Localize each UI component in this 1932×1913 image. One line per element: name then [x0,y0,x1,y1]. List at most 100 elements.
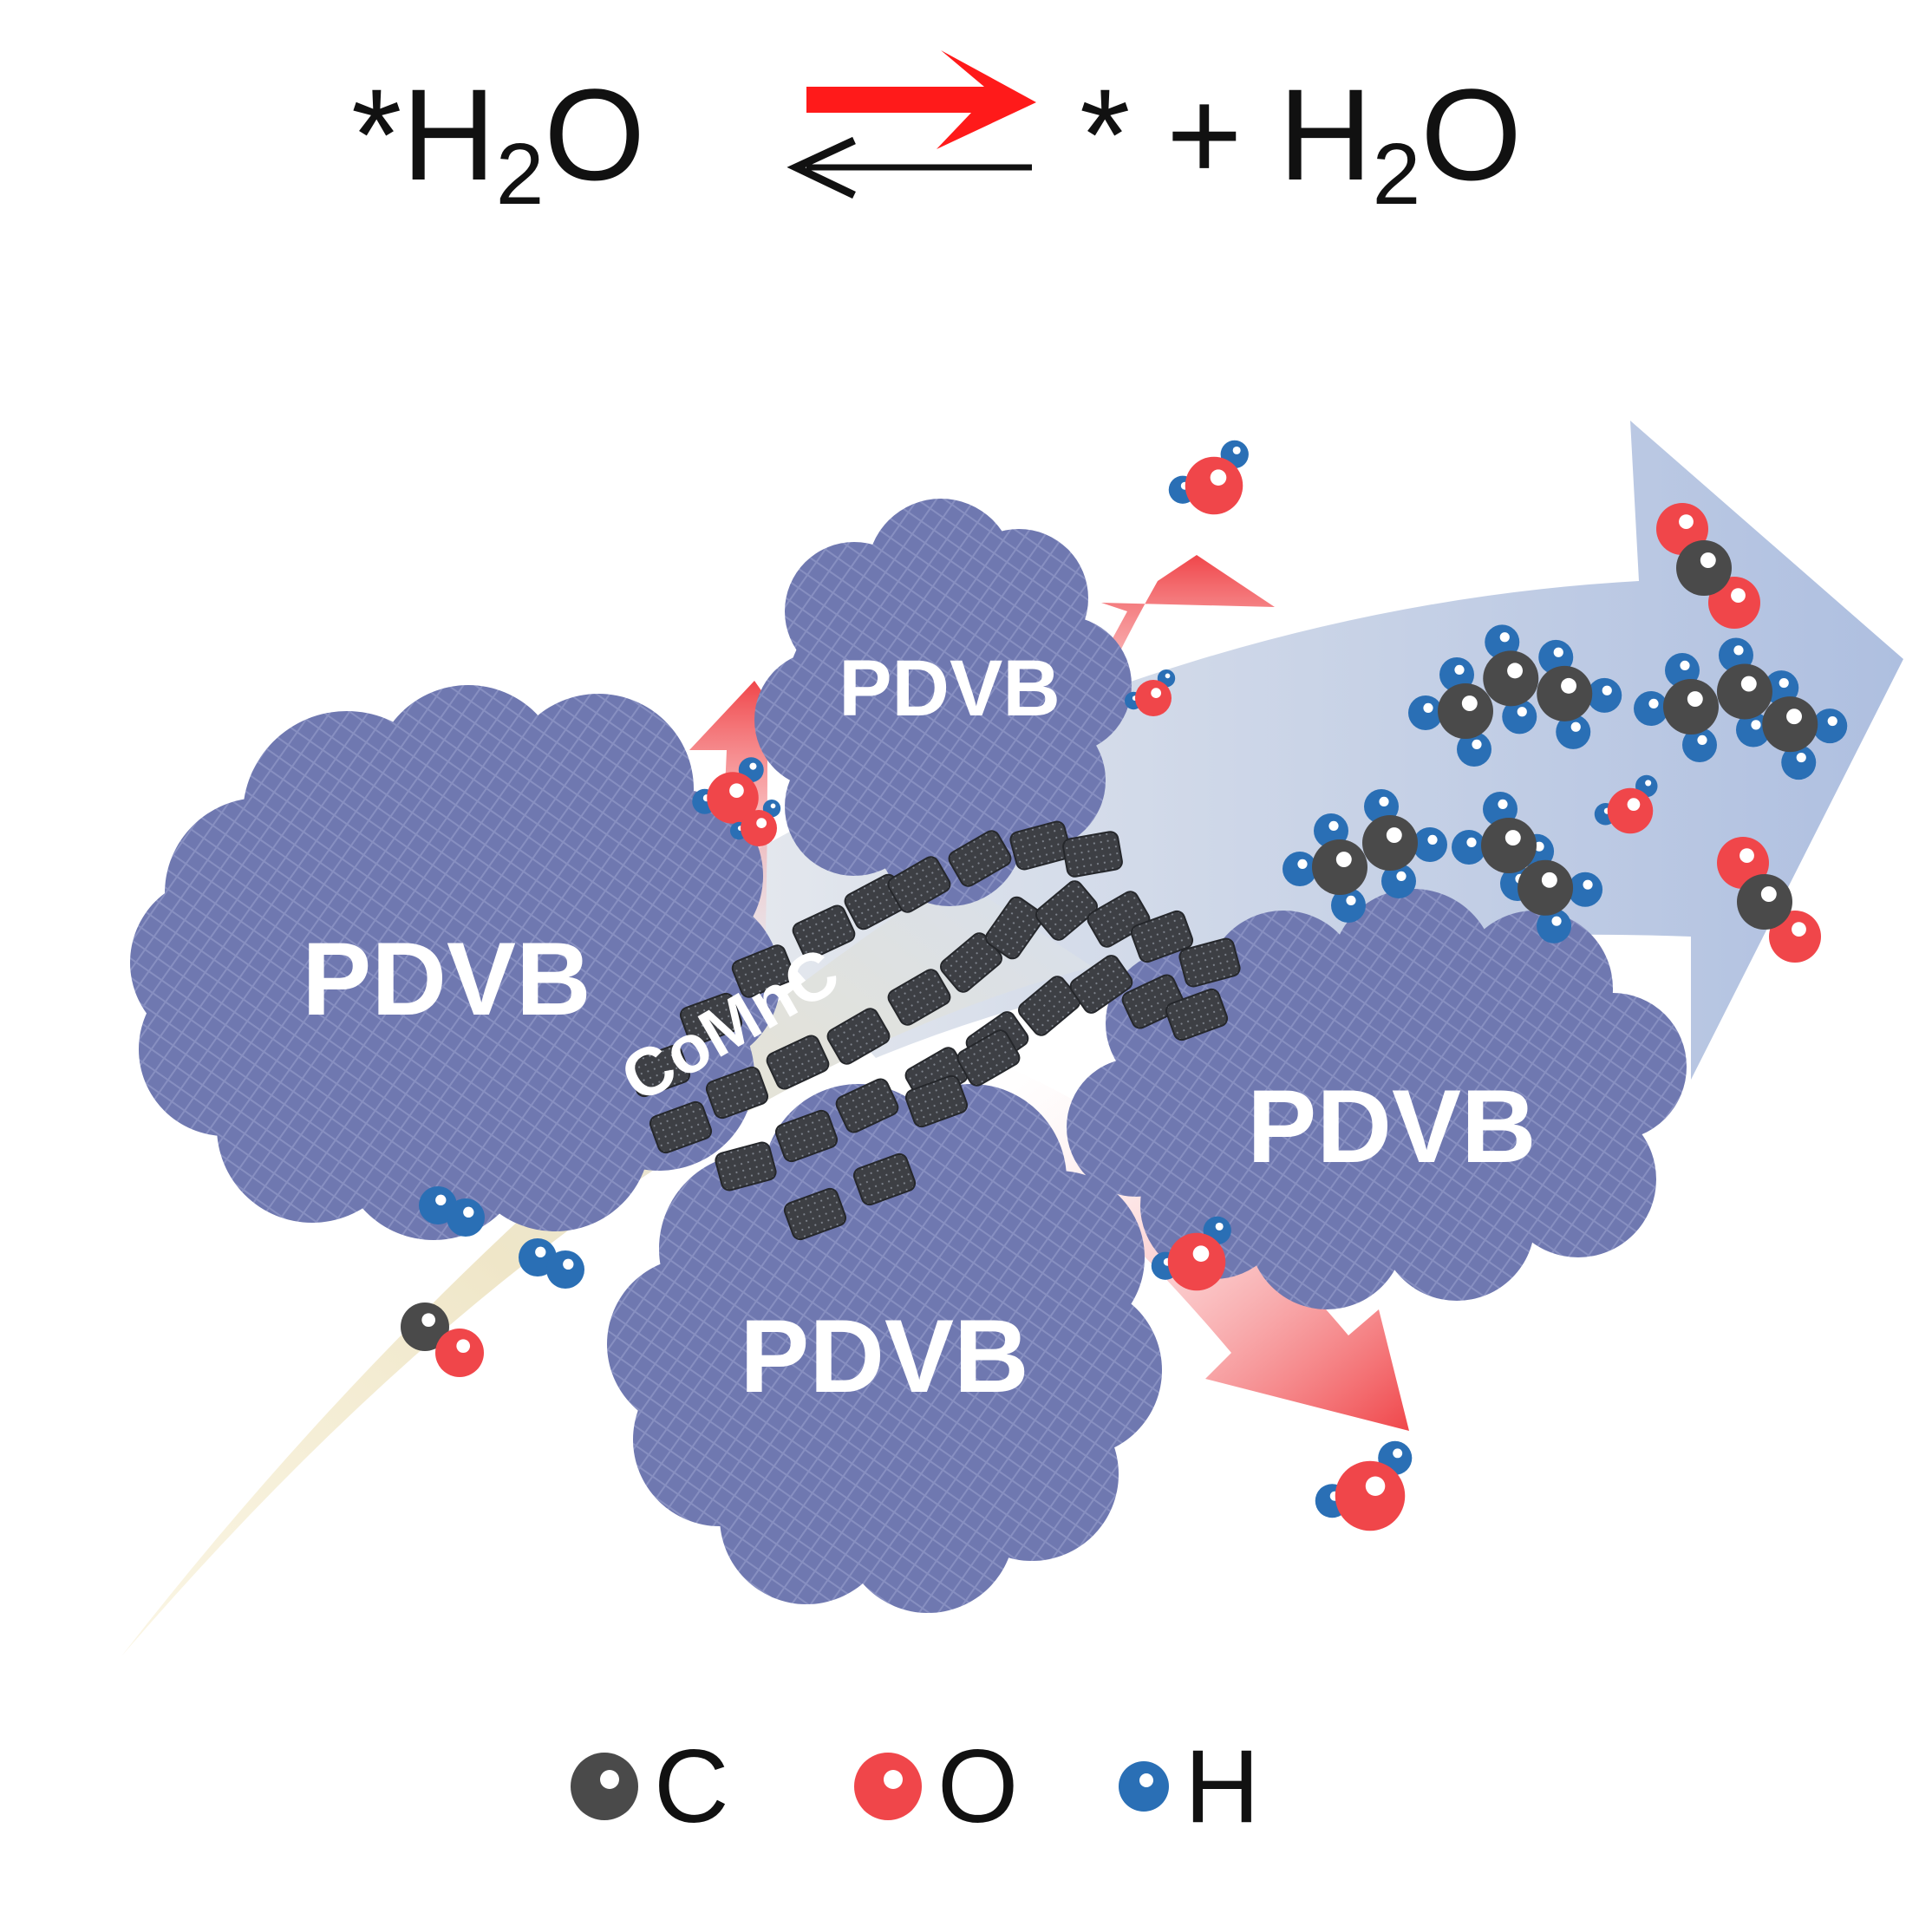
catalyst-particle [1087,891,1151,948]
atom-highlight [1731,588,1746,603]
co2-molecule [1656,503,1760,629]
atom-highlight [1507,663,1524,679]
atom-highlight [1472,739,1482,750]
atom-highlight [1645,780,1652,787]
atom-highlight [1454,664,1465,676]
atom [1167,1232,1226,1291]
atom-highlight [1648,698,1659,709]
h2-molecule [519,1238,584,1289]
pdvb-label-left: PDVB [302,921,591,1037]
atom-highlight [1210,469,1227,486]
oxygen-atom-icon [854,1753,922,1820]
atom [1812,708,1848,744]
reverse-arrow [787,136,1032,199]
water-molecule [1594,774,1658,834]
co2-molecule [1717,837,1821,963]
legend-item-oxygen: O [854,1730,1018,1843]
atom [1481,818,1537,873]
atom-highlight [1461,695,1478,711]
atom-highlight [1751,720,1761,730]
water-molecule [1168,440,1249,515]
atom-highlight [1827,715,1837,727]
atom-highlight [1346,895,1356,905]
catalyst-particle [649,1100,713,1154]
atom-highlight [1792,922,1806,937]
atom [1676,540,1732,596]
water-molecule [1125,669,1176,716]
hydrocarbon-molecule [1408,624,1622,767]
atom [1735,712,1771,748]
atom [1607,787,1654,834]
atom [1283,852,1317,886]
atom-highlight [1386,827,1402,843]
catalyst-particle [774,1109,839,1163]
atom-highlight [1679,514,1694,529]
atom-highlight [1786,708,1802,725]
atom [1537,908,1572,943]
forward-arrow [806,50,1036,149]
atom-highlight [1583,879,1593,890]
atom [1518,859,1574,916]
pdvb-cloud-left [130,685,780,1240]
atom [1556,714,1591,749]
catalyst-particle [948,830,1012,887]
legend-label-hydrogen: H [1185,1728,1260,1844]
catalyst-particle [627,1044,691,1098]
co-molecule [401,1303,484,1377]
atom [1312,839,1367,895]
equation-right: * + H2O [1080,69,1522,218]
atom [1781,745,1817,780]
catalyst-particle [783,1187,847,1241]
legend-label-carbon: C [654,1728,729,1844]
catalyst-particle [1062,831,1123,878]
atom-highlight [1700,552,1716,568]
atom-highlight [1740,676,1757,692]
catalyst-particle [1009,820,1072,871]
atom [1331,888,1366,923]
legend-item-carbon: C [571,1730,729,1843]
atom-highlight [1697,735,1707,746]
atom [1762,696,1818,753]
atom-highlight [421,1313,436,1328]
atom-highlight [1165,673,1171,679]
atom-highlight [435,1194,447,1205]
atom-highlight [456,1339,471,1354]
hydrocarbon-molecule [1452,792,1603,943]
atom-highlight [1365,1476,1386,1496]
atom-highlight [1602,685,1612,695]
atom [1634,691,1668,726]
atom [1362,815,1418,871]
atom-highlight [1504,830,1521,846]
catalyst-particle [887,969,951,1026]
catalyst-particle [1035,880,1098,941]
atom-highlight [1627,798,1641,812]
atom-highlight [1423,702,1433,714]
atom-highlight [463,1206,474,1218]
atom [401,1303,449,1351]
atom-highlight [1466,837,1477,848]
catalyst-particle [985,896,1044,960]
catalyst-particle [715,1141,777,1192]
atom [1135,680,1172,716]
atom [707,772,759,824]
atom [1716,663,1772,720]
carbon-atom-icon [571,1753,638,1820]
catalyst-particle [956,1029,1021,1087]
legend-label-oxygen: O [937,1728,1019,1844]
atom [1708,577,1760,629]
atom-highlight [1796,752,1806,763]
atom-highlight [1551,916,1562,926]
atom-highlight [1553,647,1563,657]
atom [1408,695,1443,730]
water-molecule [1315,1440,1413,1531]
catalyst-particle [1069,955,1133,1014]
catalyst-particle [1178,937,1241,988]
atom [1682,728,1717,762]
water-molecule [1151,1216,1231,1291]
pdvb-cloud-bottom [607,1084,1162,1613]
atom-highlight [1499,632,1510,643]
atom-highlight [749,762,757,770]
hydrocarbon-molecule [1634,637,1848,780]
